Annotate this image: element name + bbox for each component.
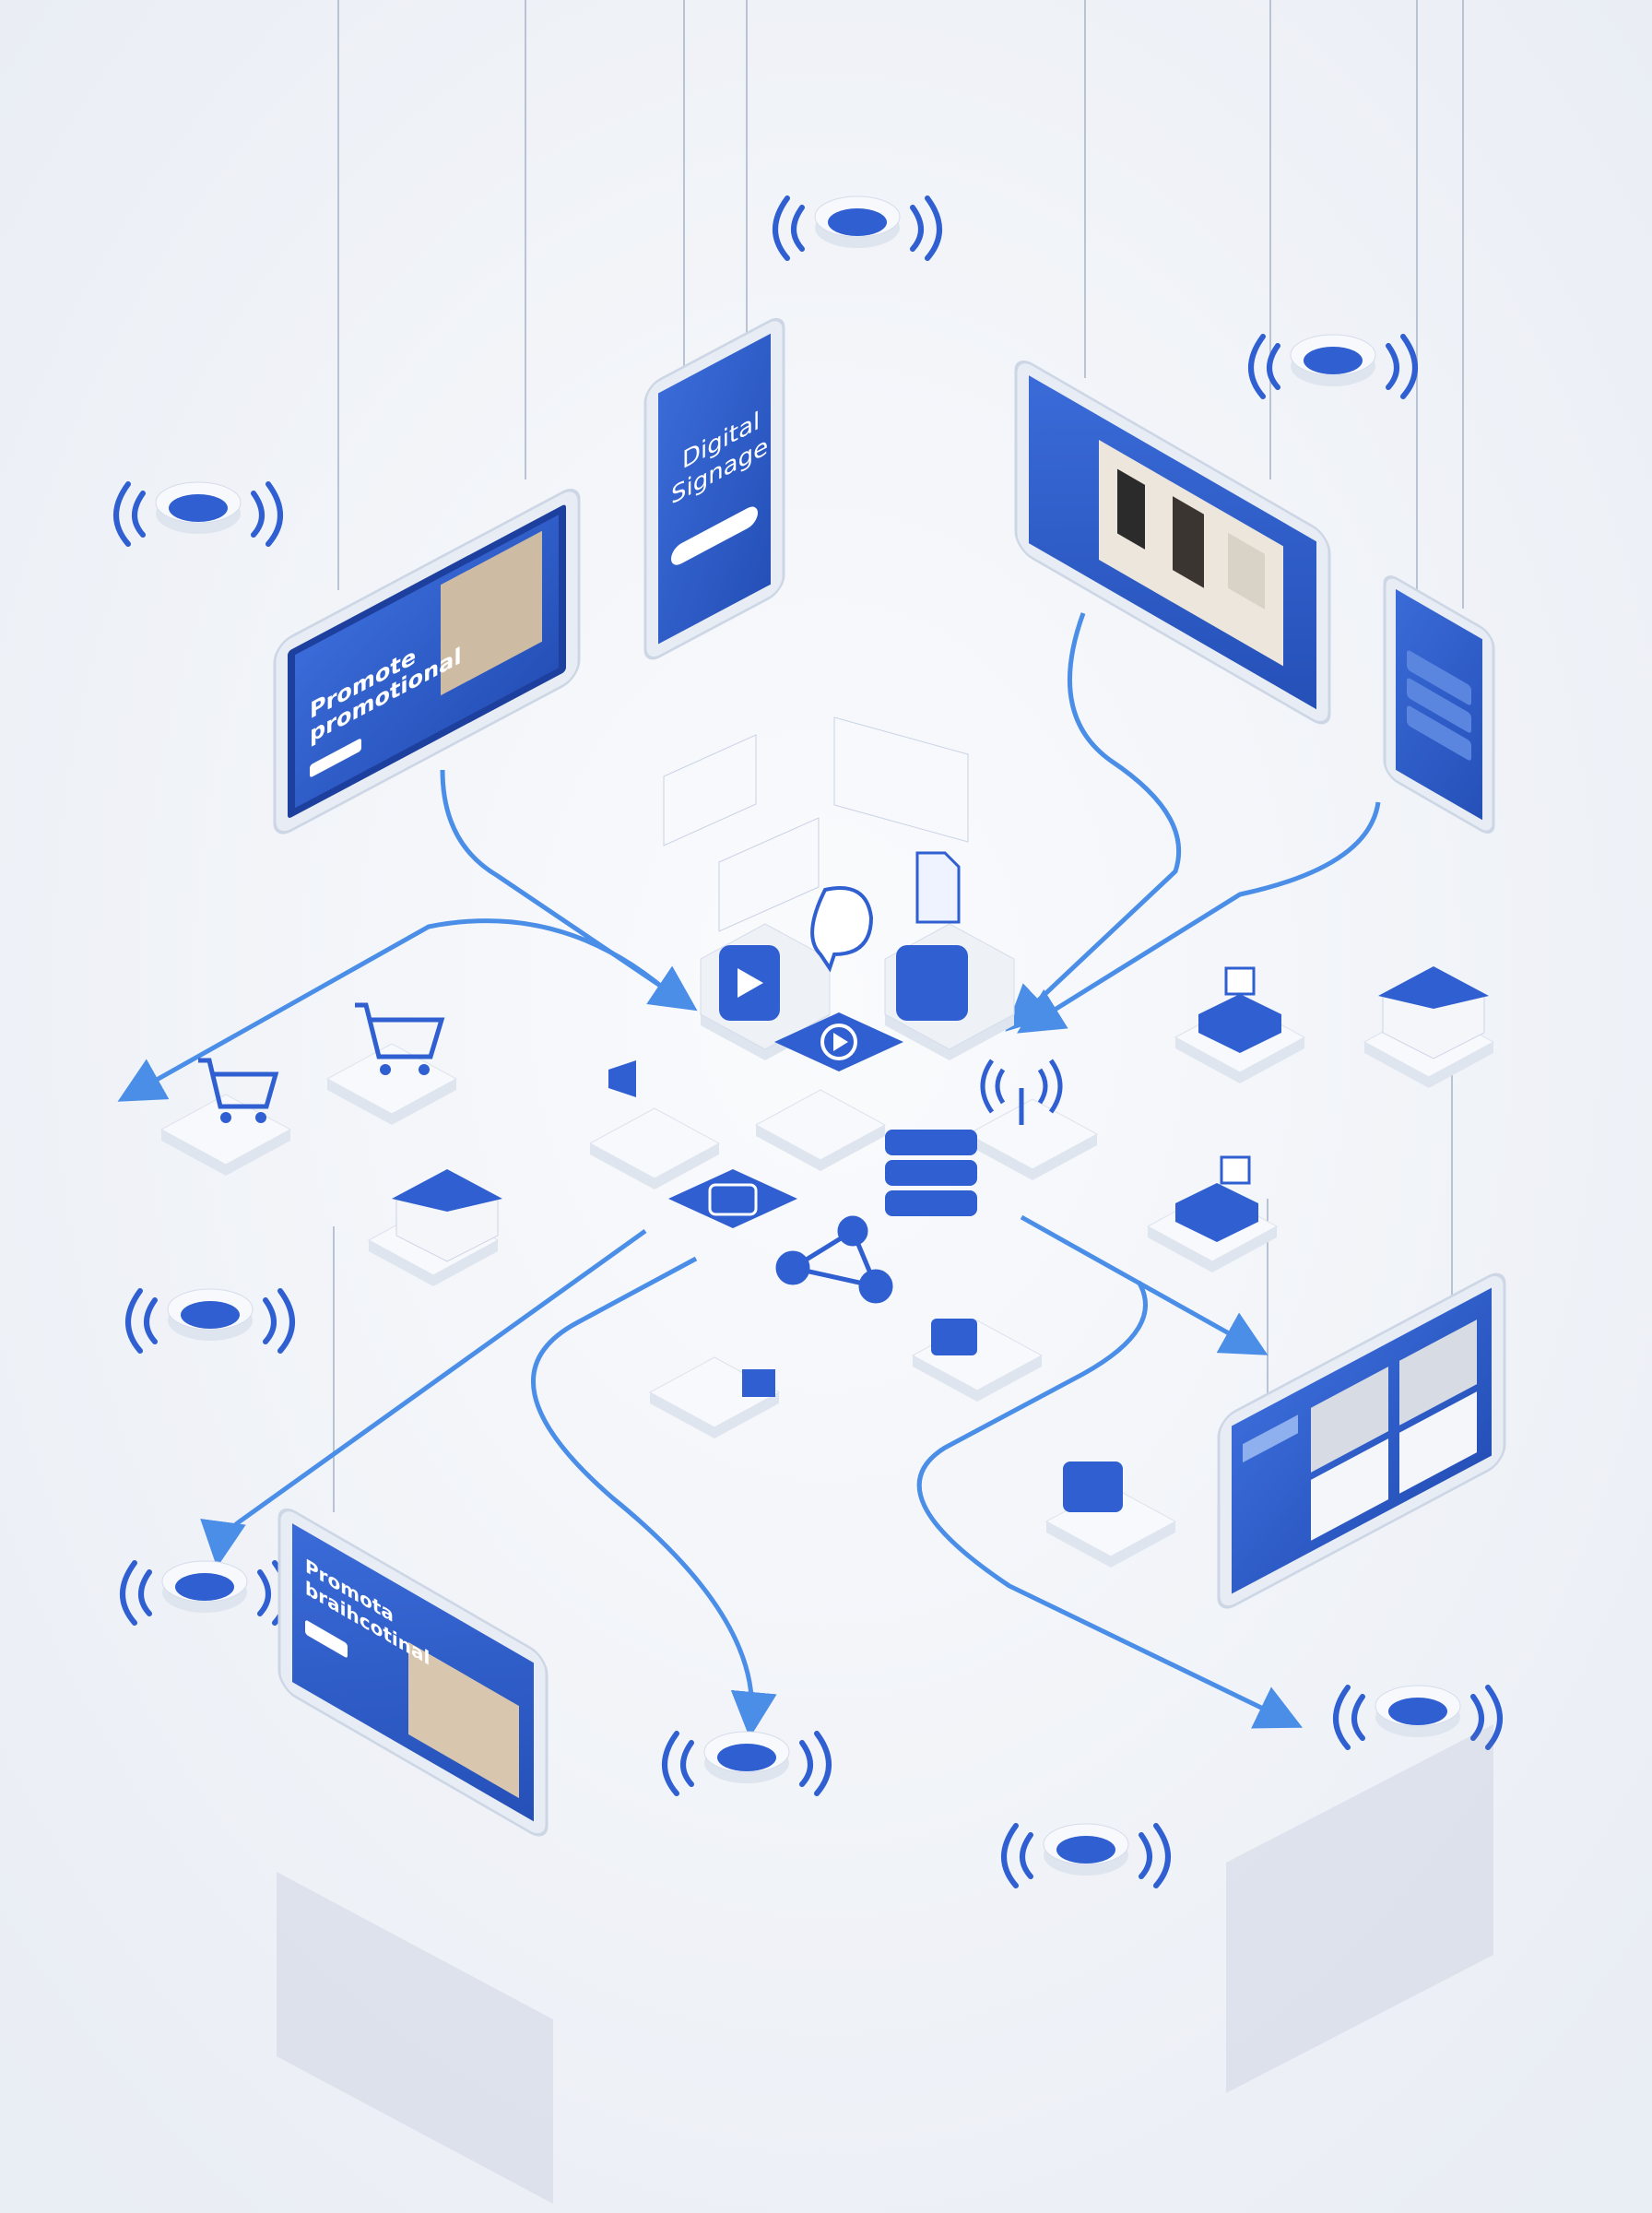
speaker-cone-icon (608, 1060, 636, 1097)
floor-reflections (277, 1724, 1493, 2204)
network-nodes-icon (775, 1215, 893, 1304)
media-player-icon (668, 1169, 797, 1228)
retail-icons (160, 966, 1494, 1287)
promo-screen-top: Promote promotional (273, 489, 581, 834)
chat-play-icon (896, 945, 968, 1021)
store-screen-top-right (1014, 360, 1331, 725)
store-icon (1363, 966, 1494, 1089)
floating-cards (663, 716, 969, 973)
wifi-antenna-icon (980, 1059, 1063, 1125)
menu-screen-right (1383, 575, 1495, 834)
central-hub (589, 716, 1176, 1568)
server-icon (1063, 1462, 1123, 1512)
store-icon (368, 1169, 502, 1287)
signage-button (671, 506, 758, 565)
store-photo (441, 530, 542, 696)
chat-play-icon (810, 886, 874, 973)
promo-button (310, 739, 361, 777)
shopping-cart-icon (326, 1002, 457, 1126)
digital-signage-screen: Digital Signage (643, 317, 785, 660)
cash-register-icon (1147, 1155, 1278, 1273)
server-icon (885, 1130, 977, 1216)
connection-arrows (117, 612, 1381, 1738)
document-icon (915, 851, 961, 924)
promo-screen-bottom: Promota braihcotinal (277, 1508, 549, 1837)
cash-register-icon (1174, 966, 1305, 1084)
dashboard-screen-bottom-right (1217, 1272, 1506, 1609)
small-cubes (649, 1319, 1176, 1568)
hanging-wires (333, 0, 1464, 1512)
shopping-cart-icon (160, 1058, 291, 1177)
